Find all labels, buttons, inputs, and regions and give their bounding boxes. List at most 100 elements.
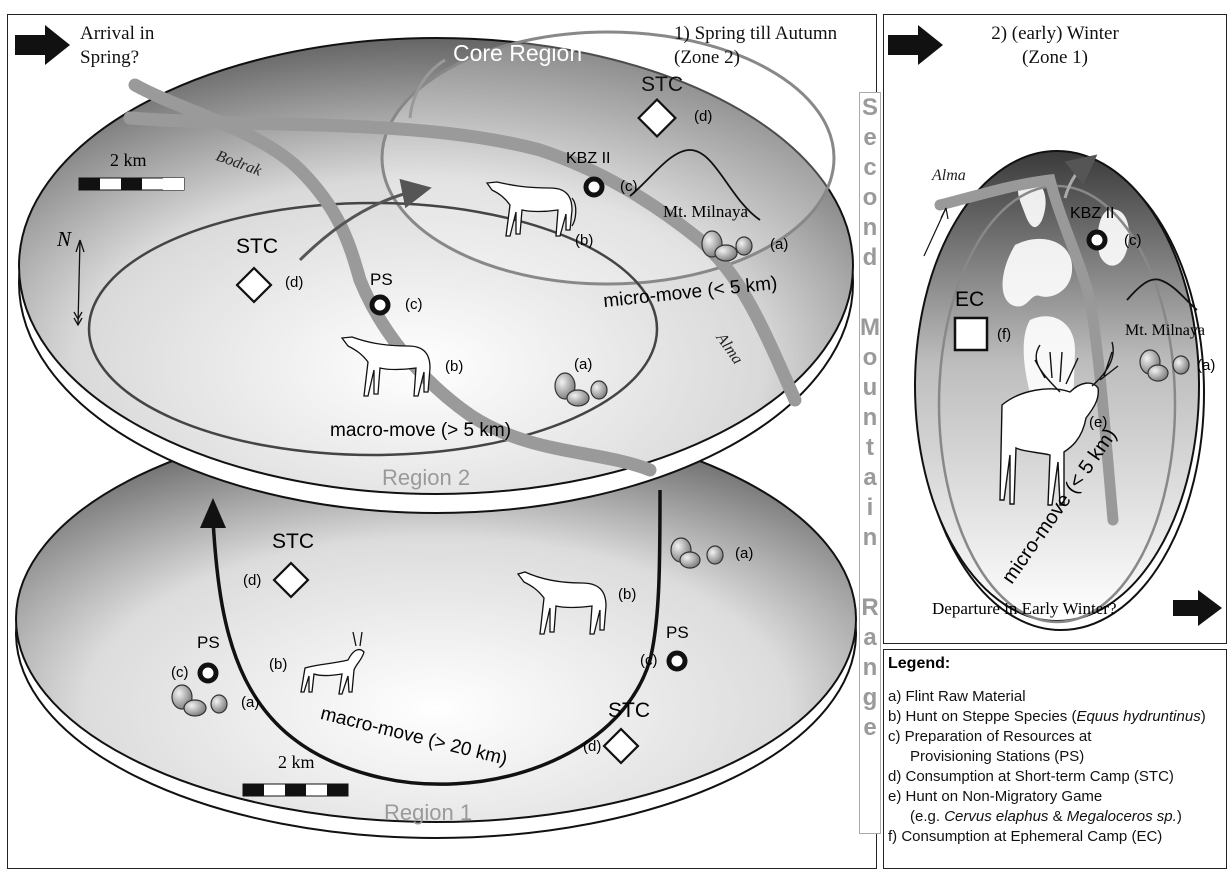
stc-diamond xyxy=(637,98,677,138)
ec-square xyxy=(953,316,989,352)
second-mountain-range-label: S e c o n d M o u n t a i n R a n g e xyxy=(859,92,881,834)
tag-b: (b) xyxy=(575,232,594,249)
range-letter: n xyxy=(862,404,878,431)
winter-core-region-label: Core Region xyxy=(994,105,1124,131)
ps-ring xyxy=(197,662,219,684)
legend-item-e-cont: (e.g. Cervus elaphus & Megaloceros sp.) xyxy=(888,807,1224,827)
tag-a: (a) xyxy=(735,545,754,562)
range-letter: M xyxy=(860,314,880,341)
departure-arrow-icon xyxy=(1173,590,1222,626)
range-letter: R xyxy=(861,594,879,621)
tag-d: (d) xyxy=(583,738,602,755)
legend-e-species-2: Megaloceros sp. xyxy=(1066,808,1177,825)
tag-c: (c) xyxy=(171,664,189,681)
range-letter: d xyxy=(862,244,878,271)
winter-arrival-arrow-icon xyxy=(888,25,943,65)
megaloceros-icon xyxy=(999,341,1119,506)
arrival-arrow-icon xyxy=(15,25,70,65)
winter-alma-label: Alma xyxy=(932,167,966,184)
arrival-line-2: Spring? xyxy=(80,47,140,68)
range-letter: a xyxy=(863,624,877,651)
flint-icon xyxy=(1139,349,1190,382)
winter-site-label: KBZ II xyxy=(1070,205,1115,222)
zone2-heading: 1) Spring till Autumn (Zone 2) xyxy=(674,22,837,70)
ps-ring xyxy=(1086,229,1108,251)
range-letter: n xyxy=(862,524,878,551)
winter-entry-arrow xyxy=(1063,154,1098,199)
tag-b: (b) xyxy=(618,586,637,603)
legend-item-f: f) Consumption at Ephemeral Camp (EC) xyxy=(888,828,1163,845)
stc-label: STC xyxy=(641,73,683,96)
legend-item-b: b) Hunt on Steppe Species (Equus hydrunt… xyxy=(888,707,1224,727)
legend-item-c-cont: Provisioning Stations (PS) xyxy=(910,748,1085,765)
alma-river-top xyxy=(123,111,802,407)
legend-b-close: ) xyxy=(1200,708,1206,725)
winter-mountain-label: Mt. Milnaya xyxy=(1125,322,1205,339)
tag-c: (c) xyxy=(405,296,423,313)
ps-label: PS xyxy=(370,270,393,289)
equid-icon xyxy=(485,181,577,237)
legend-e-text: (e.g. xyxy=(910,808,945,825)
departure-label: Departure in Early Winter? xyxy=(932,599,1117,618)
flint-icon xyxy=(701,230,753,262)
tag-c: (c) xyxy=(1124,232,1142,249)
arrival-label: Arrival in Spring? xyxy=(80,22,154,70)
flint-icon xyxy=(554,372,608,407)
range-letter: S xyxy=(861,94,878,121)
stc-label: STC xyxy=(608,699,650,722)
range-letter: o xyxy=(862,344,878,371)
range-letter: g xyxy=(862,684,878,711)
macro-move-arrow xyxy=(298,178,432,262)
tag-e: (e) xyxy=(1089,414,1108,431)
legend: Legend: a) Flint Raw Material b) Hunt on… xyxy=(888,655,1224,847)
range-letter: e xyxy=(863,124,877,151)
zone1-heading: 2) (early) Winter (Zone 1) xyxy=(960,22,1150,70)
zone1-heading-line-2: (Zone 1) xyxy=(1022,47,1088,68)
range-letter: u xyxy=(862,374,878,401)
site-label: KBZ II xyxy=(566,150,611,167)
region2-label: Region 2 xyxy=(382,465,471,490)
legend-e-species-1: Cervus elaphus xyxy=(944,808,1049,825)
north-arrow-icon xyxy=(923,207,949,257)
core-entry-arrow xyxy=(408,58,446,119)
legend-title: Legend: xyxy=(888,655,951,672)
zone2-heading-line-2: (Zone 2) xyxy=(674,47,740,68)
region2-disc xyxy=(18,37,854,514)
ps-label: PS xyxy=(197,633,220,652)
tag-b: (b) xyxy=(445,358,464,375)
bodrak-river xyxy=(128,78,657,477)
tag-a: (a) xyxy=(770,236,789,253)
mountain-label: Mt. Milnaya xyxy=(663,202,748,221)
range-letter: n xyxy=(862,654,878,681)
snow-patch xyxy=(1002,238,1073,307)
range-letter: n xyxy=(862,214,878,241)
macro-move-region1-arrowhead xyxy=(200,498,226,528)
zone2-heading-line-1: 1) Spring till Autumn xyxy=(674,23,838,44)
range-letter: t xyxy=(866,434,874,461)
legend-b-text: b) Hunt on Steppe Species ( xyxy=(888,708,1077,725)
ps-ring xyxy=(583,176,605,198)
stc-diamond xyxy=(235,266,273,304)
legend-e-amp: & xyxy=(1048,808,1067,825)
macro-move-region1-arc xyxy=(211,489,662,786)
zone1-heading-line-1: 2) (early) Winter xyxy=(991,23,1119,44)
scale-label: 2 km xyxy=(278,752,315,772)
scale-bar xyxy=(242,783,349,797)
ps-label: PS xyxy=(666,623,689,642)
macro-move-region2-loop xyxy=(87,201,659,457)
ps-ring xyxy=(666,650,688,672)
range-letter: e xyxy=(863,714,877,741)
tag-a: (a) xyxy=(241,694,260,711)
saiga-icon xyxy=(300,631,365,695)
core-region-label: Core Region xyxy=(453,40,583,66)
range-letter: i xyxy=(866,494,874,521)
range-letter: o xyxy=(862,184,878,211)
legend-item-a: a) Flint Raw Material xyxy=(888,688,1026,705)
legend-panel xyxy=(883,649,1227,869)
equid-icon xyxy=(516,571,607,635)
legend-item-d: d) Consumption at Short-term Camp (STC) xyxy=(888,768,1174,785)
macro-move-label: macro-move (> 5 km) xyxy=(330,420,512,441)
tag-d: (d) xyxy=(694,108,713,125)
tag-f: (f) xyxy=(997,326,1012,343)
